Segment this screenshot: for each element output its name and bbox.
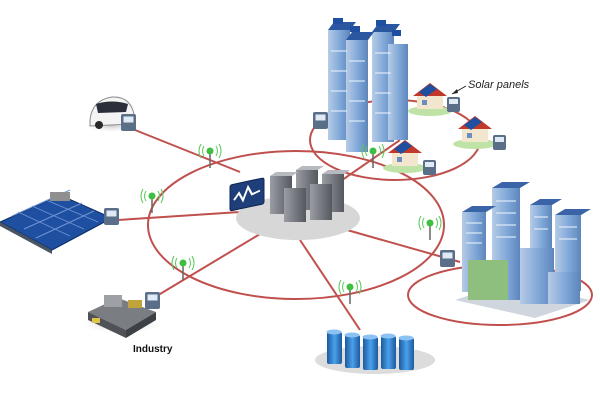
solar-farm-icon bbox=[0, 189, 114, 254]
meter-icon bbox=[104, 208, 119, 225]
meter-icon bbox=[447, 97, 460, 112]
meter-icon bbox=[423, 160, 436, 175]
meter-icon bbox=[440, 250, 455, 267]
control-center bbox=[229, 166, 360, 240]
server-icon bbox=[270, 166, 350, 222]
industry-label: Industry bbox=[133, 344, 173, 355]
antenna-icon bbox=[171, 255, 195, 280]
house-icon bbox=[383, 140, 427, 173]
solar-panels-callout: Solar panels bbox=[451, 79, 530, 95]
house-icon bbox=[408, 83, 452, 116]
battery-storage-icon bbox=[315, 329, 435, 374]
link-car bbox=[134, 129, 241, 173]
house-icon bbox=[453, 116, 497, 149]
link-storage bbox=[299, 239, 361, 331]
antenna-icon bbox=[338, 279, 362, 304]
meter-icon bbox=[313, 112, 328, 129]
meter-icon bbox=[493, 135, 506, 150]
antenna-icon bbox=[361, 143, 385, 168]
link-houses bbox=[334, 139, 401, 186]
monitor-icon bbox=[229, 177, 265, 212]
meter-icon bbox=[121, 114, 136, 131]
factory-icon bbox=[82, 295, 162, 338]
link-industry bbox=[149, 227, 271, 301]
antenna-icon bbox=[198, 143, 222, 168]
antenna-icon bbox=[140, 188, 164, 213]
antenna-icon bbox=[418, 215, 442, 240]
link-solar-farm bbox=[117, 211, 241, 221]
solar-panels-label: Solar panels bbox=[468, 79, 530, 91]
city-buildings-icon bbox=[455, 182, 591, 318]
grid-ring bbox=[147, 150, 445, 300]
meter-icon bbox=[145, 292, 160, 309]
apartment-towers-icon bbox=[328, 18, 408, 152]
